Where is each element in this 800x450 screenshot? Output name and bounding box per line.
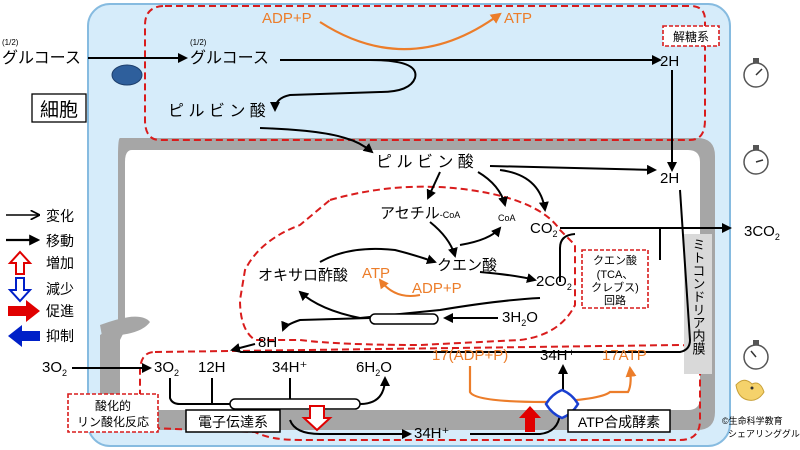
h8-down-arrow — [230, 343, 256, 353]
glucose-out-fraction: (1/2) — [2, 38, 19, 47]
h2-top: 2H — [660, 53, 679, 70]
legend-label: 移動 — [46, 233, 74, 249]
atp-synthase-label: ATP合成酵素 — [578, 414, 660, 430]
glucose-outside: グルコース — [2, 49, 81, 67]
tca-label-line-1: クエン酸 — [593, 253, 637, 267]
clock-icon — [743, 145, 769, 175]
etc-to-h34-arrow — [289, 419, 412, 439]
h2-mid: 2H — [660, 170, 679, 187]
h12: 12H — [198, 359, 226, 376]
etc-label-box — [185, 409, 281, 433]
legend-label: 変化 — [46, 208, 74, 224]
acetyl-coa: アセチル-CoA — [380, 205, 460, 222]
clock-icon — [743, 58, 769, 88]
water-out: 6H2O — [356, 359, 392, 378]
legend-label: 減少 — [46, 281, 74, 297]
tca-label-line-4: 回路 — [604, 294, 626, 307]
pyruvate-mito: ピ ル ビ ン 酸 — [376, 153, 474, 171]
co2-second: 2CO2 — [536, 273, 572, 292]
etc-o2-line — [169, 378, 250, 405]
tca-adp: ADP+P — [412, 280, 462, 297]
cycle-to-8h-arrow — [281, 317, 371, 332]
cycle-return-arrow — [298, 290, 541, 320]
red-outline-up-arrow-icon — [7, 250, 33, 275]
water-channel — [369, 313, 439, 325]
h34-plus-3: 34H⁺ — [414, 425, 449, 442]
atp-synthase-label-box — [567, 409, 671, 433]
pyruvate-to-co2-arrow — [499, 169, 549, 212]
ox-atp-arrow — [468, 365, 637, 404]
tca-cycle-region — [238, 185, 576, 347]
etc-label: 電子伝達系 — [198, 414, 268, 430]
organelle-nucleus-icon — [111, 64, 143, 86]
glycolysis-label-box — [662, 25, 720, 47]
ox-atp: 17ATP — [602, 347, 647, 364]
tca-label-line-2: (TCA、 — [597, 269, 634, 281]
ox-adp: 17(ADP+P) — [432, 347, 508, 364]
mitochondrial-matrix — [120, 150, 700, 410]
glucose-inside: グルコース — [190, 49, 269, 67]
crista-fold — [100, 316, 150, 336]
glycolysis-region — [144, 5, 706, 141]
oxphos-label-line-2: リン酸化反応 — [77, 414, 149, 429]
pyruvate-to-coa-arrow — [477, 171, 508, 207]
etc-channel — [229, 398, 361, 410]
mito-membrane-label-box — [684, 234, 712, 374]
coa-return-arrow — [459, 226, 502, 246]
clock-icon — [743, 340, 769, 370]
legend-label: 促進 — [46, 303, 74, 319]
mito-membrane-label: ミトコンドリア内膜 — [691, 238, 706, 355]
co2-second-link — [559, 233, 576, 282]
synthase-increase-arrow-icon — [519, 406, 541, 432]
oxphos-label-line-1: 酸化的 — [95, 398, 131, 413]
cell-label-box — [31, 93, 87, 123]
tca-atp-arrow — [378, 278, 421, 297]
glycolysis-to-pyruvate-arrow — [270, 59, 417, 112]
legend: 変化 移動 増加 減少 促進 抑制 — [6, 208, 74, 347]
etc-decrease-arrow-icon — [301, 405, 333, 432]
co2-out: 3CO2 — [744, 223, 780, 242]
water-in: 3H2O — [502, 309, 538, 328]
pyruvate-transport-arrow — [259, 127, 374, 154]
pyruvate-to-acetyl-arrow — [426, 171, 441, 200]
oxaloacetate: オキサロ酢酸 — [258, 267, 348, 284]
blue-solid-left-arrow-icon — [8, 325, 40, 347]
glycolysis-adp: ADP+P — [262, 10, 312, 27]
copyright-line-1: ©生命科学教育 — [722, 415, 783, 426]
cell-label: 細胞 — [40, 99, 78, 121]
h2-mid-down-line — [240, 189, 692, 353]
acetyl-to-citric-arrow — [429, 221, 458, 258]
blue-outline-down-arrow-icon — [7, 277, 33, 303]
copyright-line-2: シェアリンググループ — [728, 428, 800, 439]
oxaloacetate-to-citric-arrow — [319, 247, 437, 265]
tca-atp: ATP — [362, 265, 390, 282]
citric-to-2co2-arrow — [479, 271, 537, 283]
legend-label: 増加 — [46, 255, 74, 271]
legend-label: 抑制 — [46, 328, 74, 344]
h34-plus-1: 34H⁺ — [272, 359, 307, 376]
glucose-in-fraction: (1/2) — [190, 38, 207, 47]
glycolysis-atp: ATP — [504, 10, 532, 27]
o2-in: 3O2 — [154, 359, 179, 378]
pyruvate-to-2h-arrow — [489, 164, 657, 175]
coa: CoA — [498, 213, 516, 223]
h8: 8H — [258, 334, 277, 351]
o2-out: 3O2 — [42, 359, 67, 378]
mascot-logo — [735, 379, 765, 401]
glycolysis-atp-arrow — [319, 12, 502, 51]
tca-label-line-3: クレブス) — [591, 280, 639, 294]
pyruvate-cytosol: ピ ル ビ ン 酸 — [168, 102, 266, 120]
red-solid-right-arrow-icon — [8, 300, 40, 322]
co2-first: CO2 — [530, 220, 558, 239]
glycolysis-label: 解糖系 — [673, 29, 709, 44]
tca-label-box — [581, 249, 649, 309]
h34-plus-2: 34H⁺ — [540, 347, 575, 364]
etc-to-water-arrow — [359, 376, 390, 405]
citric: クエン酸 — [437, 257, 497, 274]
oxphos-label-box — [67, 393, 159, 433]
